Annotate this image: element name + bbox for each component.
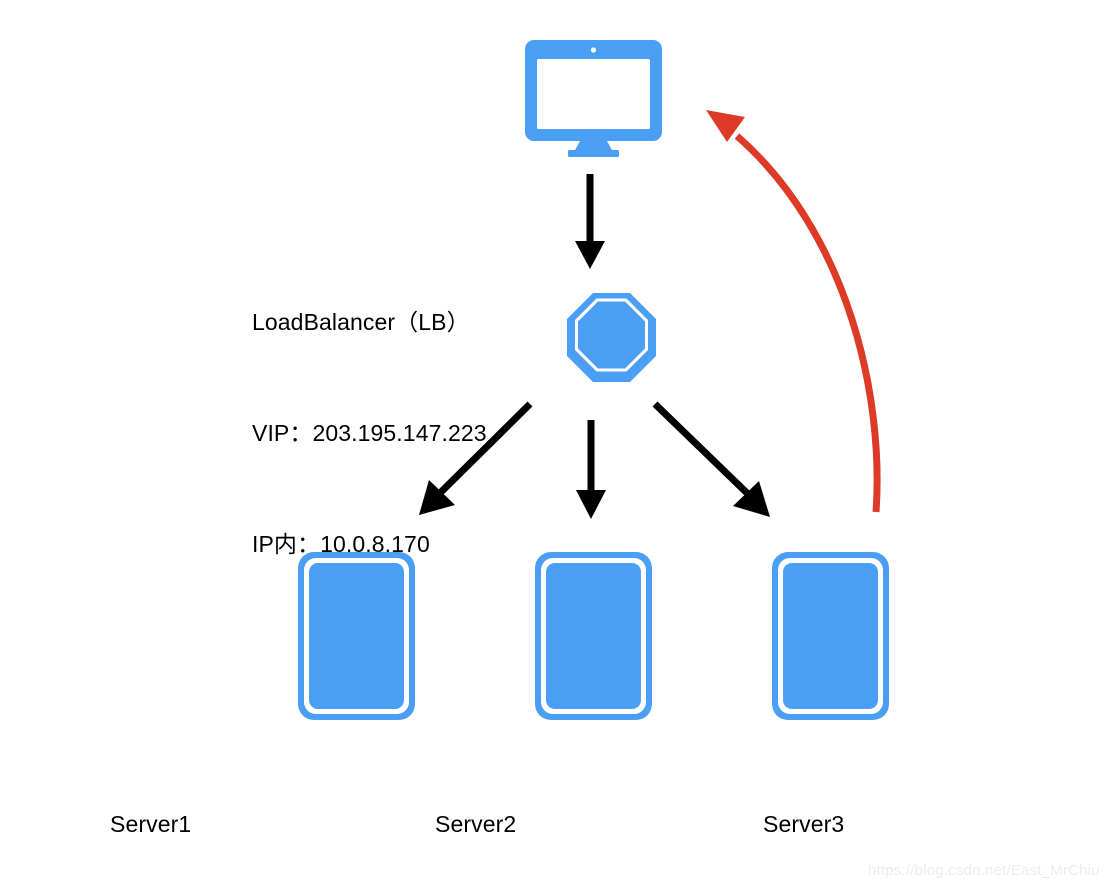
server-3-label-block: Server3 IP：10.0.8.173 VIP：203.195.147.22… [763, 732, 998, 894]
desktop-monitor-icon [525, 40, 662, 157]
load-balancer-name: LoadBalancer（LB） [252, 309, 470, 335]
down-arrow-client-to-lb-icon [575, 174, 605, 269]
watermark: https://blog.csdn.net/East_MrChiu [868, 862, 1100, 879]
octagon-load-balancer-icon [567, 293, 656, 382]
server-box-1-icon [298, 552, 415, 720]
load-balancer-internal-ip: IP内：10.0.8.170 [252, 531, 430, 557]
curved-return-arrow-server-to-client-icon [706, 110, 881, 513]
server-2-label-block: Server2 IP：10.0.8.172 VIP：203.195.147.22… [435, 732, 670, 894]
down-right-arrow-lb-to-server3-icon [652, 401, 770, 517]
server-2-name: Server2 [435, 811, 517, 837]
down-arrow-lb-to-server2-icon [576, 420, 606, 519]
server-1-name: Server1 [110, 811, 192, 837]
down-left-arrow-lb-to-server1-icon [419, 401, 533, 515]
load-balancer-vip: VIP：203.195.147.223 [252, 420, 487, 446]
server-3-name: Server3 [763, 811, 845, 837]
server-box-2-icon [535, 552, 652, 720]
server-1-label-block: Server1 IP：10.0.8.171 VIP：203.195.147.22… [110, 732, 345, 894]
load-balancer-label-block: LoadBalancer（LB） VIP：203.195.147.223 IP内… [252, 230, 487, 637]
server-box-3-icon [772, 552, 889, 720]
